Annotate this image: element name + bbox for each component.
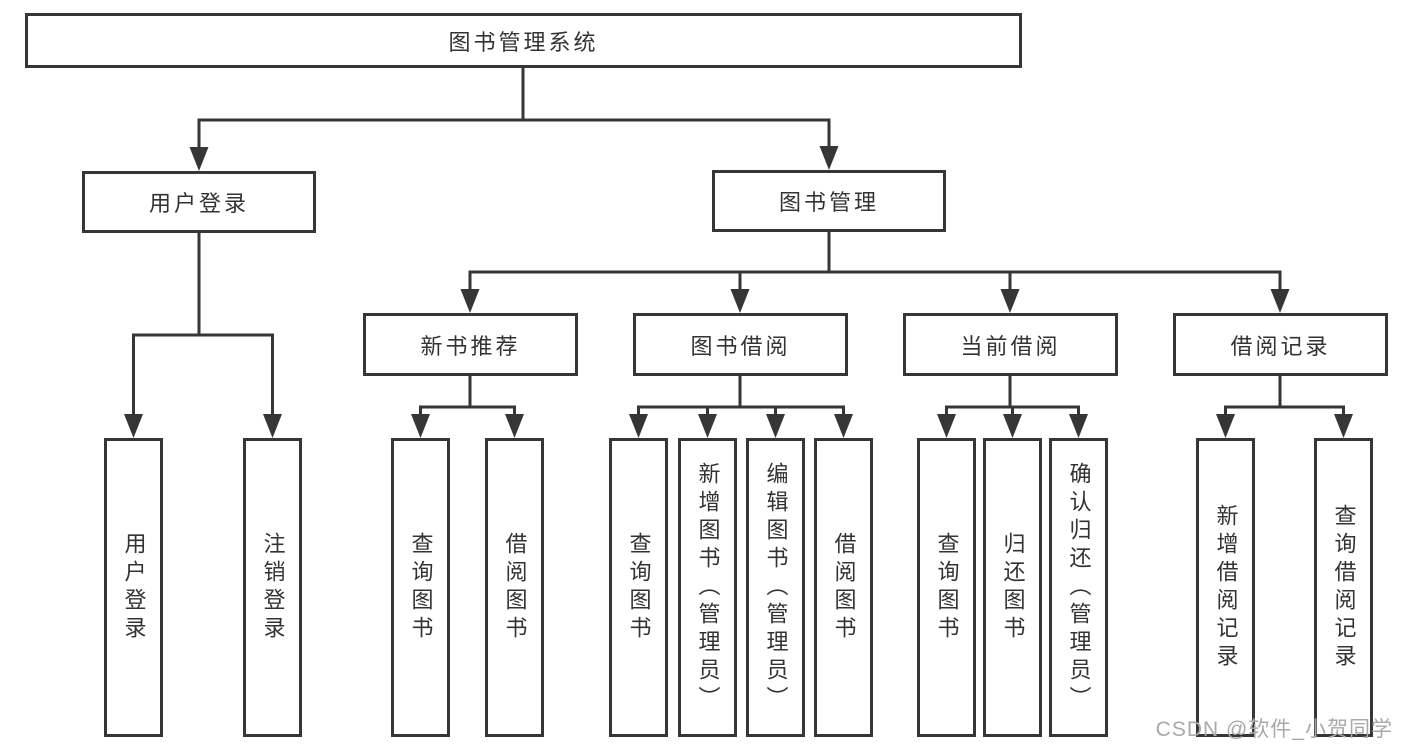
node-user-login-label: 用户登录 bbox=[148, 191, 249, 216]
leaf-borrow-book-1-label: 借阅图书 bbox=[502, 531, 528, 644]
node-new-book-recommend: 新书推荐 bbox=[363, 313, 578, 376]
node-current-borrow: 当前借阅 bbox=[903, 313, 1118, 376]
node-book-management: 图书管理 bbox=[712, 170, 946, 232]
connector-current-borrow-arrowheads bbox=[937, 414, 1088, 438]
leaf-edit-book-admin-label: 编辑图书（管理员） bbox=[763, 461, 789, 714]
node-book-borrow: 图书借阅 bbox=[633, 313, 848, 376]
connector-new-book-rec-arrowheads bbox=[411, 414, 524, 438]
node-borrow-record: 借阅记录 bbox=[1173, 313, 1388, 376]
leaf-confirm-return-admin-label: 确认归还（管理员） bbox=[1066, 461, 1092, 714]
leaf-return-book: 归还图书 bbox=[983, 438, 1042, 737]
connector-new-book-rec-to-leaves bbox=[419, 374, 516, 419]
csdn-watermark: CSDN @软件_小贺同学 bbox=[1155, 718, 1393, 741]
leaf-add-book-admin: 新增图书（管理员） bbox=[678, 438, 737, 737]
leaf-query-borrow-record-label: 查询借阅记录 bbox=[1331, 503, 1357, 672]
node-root-label: 图书管理系统 bbox=[448, 29, 599, 55]
connector-root-to-level2 bbox=[197, 66, 831, 152]
node-new-book-recommend-label: 新书推荐 bbox=[420, 333, 521, 359]
leaf-borrow-book-2-label: 借阅图书 bbox=[831, 531, 857, 644]
leaf-logout: 注销登录 bbox=[243, 438, 302, 737]
leaf-add-book-admin-label: 新增图书（管理员） bbox=[695, 461, 721, 714]
node-book-borrow-label: 图书借阅 bbox=[690, 333, 791, 359]
leaf-query-book-2-label: 查询图书 bbox=[626, 531, 652, 644]
connector-borrow-record-to-leaves bbox=[1224, 374, 1345, 419]
leaf-borrow-book-2: 借阅图书 bbox=[814, 438, 873, 737]
node-user-login: 用户登录 bbox=[82, 171, 316, 233]
leaf-borrow-book-1: 借阅图书 bbox=[485, 438, 544, 737]
connector-current-borrow-to-leaves bbox=[945, 374, 1080, 419]
leaf-query-borrow-record: 查询借阅记录 bbox=[1314, 438, 1373, 737]
leaf-add-borrow-record: 新增借阅记录 bbox=[1196, 438, 1255, 737]
leaf-query-book-1: 查询图书 bbox=[391, 438, 450, 737]
leaf-user-login-label: 用户登录 bbox=[121, 531, 147, 644]
connector-user-login-to-leaves bbox=[132, 231, 274, 419]
connector-book-mgmt-to-level3 bbox=[468, 230, 1282, 294]
leaf-logout-label: 注销登录 bbox=[260, 531, 286, 644]
leaf-confirm-return-admin: 确认归还（管理员） bbox=[1049, 438, 1108, 737]
leaf-return-book-label: 归还图书 bbox=[1000, 531, 1026, 644]
connector-book-mgmt-arrowheads bbox=[460, 289, 1290, 313]
node-current-borrow-label: 当前借阅 bbox=[960, 333, 1061, 359]
leaf-add-borrow-record-label: 新增借阅记录 bbox=[1213, 503, 1239, 672]
connector-borrow-record-arrowheads bbox=[1216, 414, 1353, 438]
node-book-management-label: 图书管理 bbox=[778, 190, 879, 215]
leaf-query-book-3: 查询图书 bbox=[917, 438, 976, 737]
leaf-query-book-3-label: 查询图书 bbox=[934, 531, 960, 644]
node-borrow-record-label: 借阅记录 bbox=[1230, 333, 1331, 359]
connector-book-borrow-arrowheads bbox=[629, 414, 853, 438]
connector-root-to-level2-arrowheads bbox=[189, 146, 839, 171]
leaf-query-book-1-label: 查询图书 bbox=[408, 531, 434, 644]
leaf-query-book-2: 查询图书 bbox=[609, 438, 668, 737]
leaf-edit-book-admin: 编辑图书（管理员） bbox=[746, 438, 805, 737]
connector-user-login-arrowheads bbox=[124, 414, 282, 438]
connector-book-borrow-to-leaves bbox=[637, 374, 845, 419]
leaf-user-login: 用户登录 bbox=[104, 438, 163, 737]
node-root: 图书管理系统 bbox=[25, 13, 1022, 68]
